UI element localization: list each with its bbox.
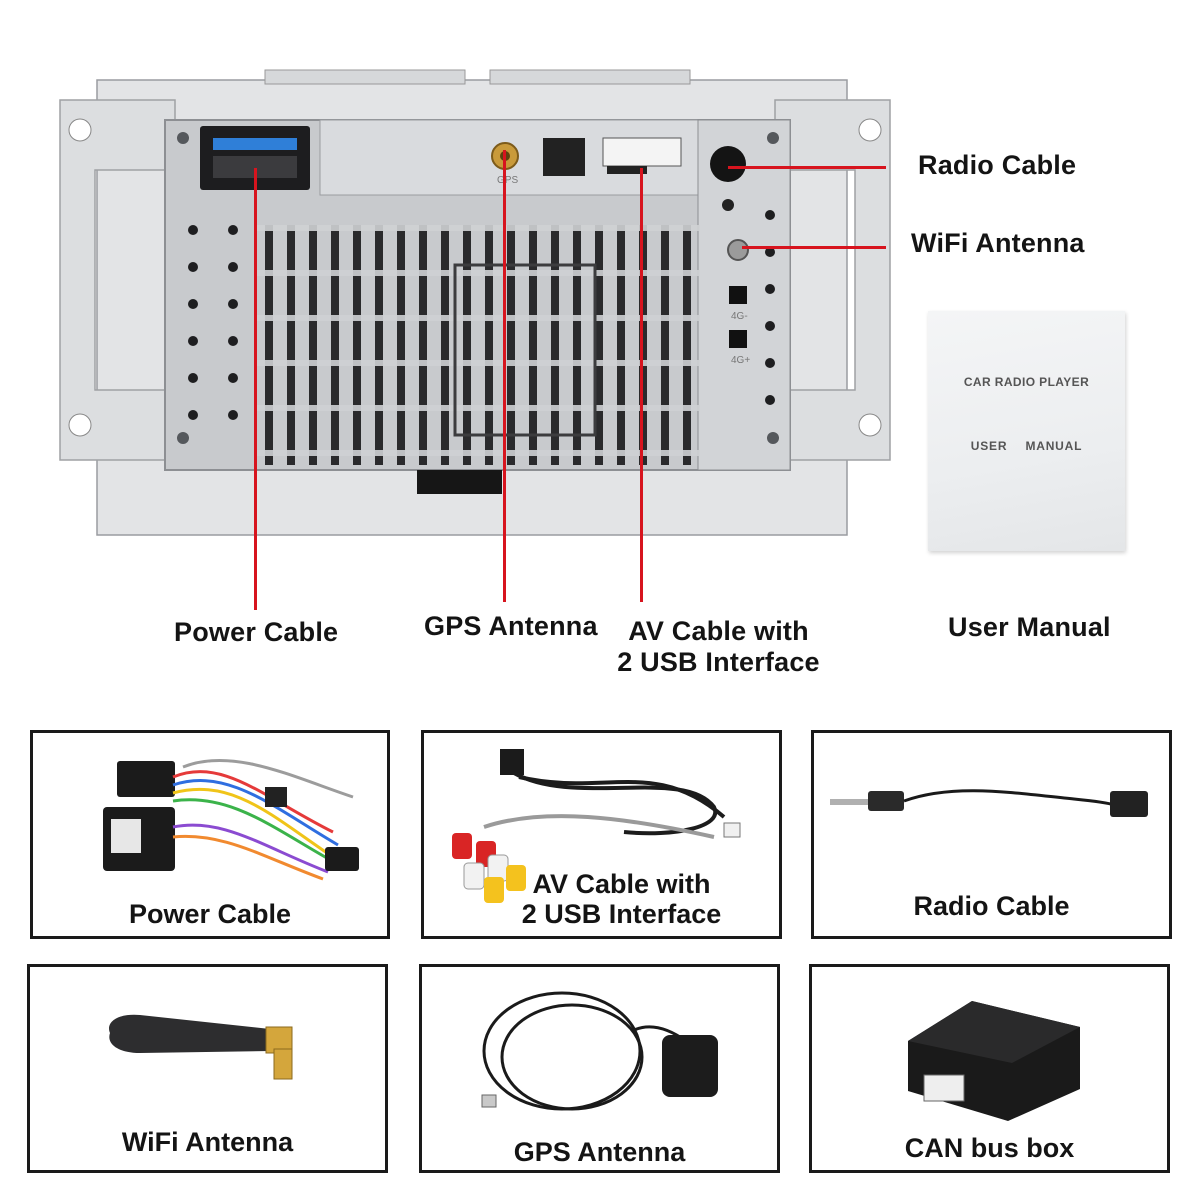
accessory-box-av-cable: AV Cable with 2 USB Interface xyxy=(421,730,782,939)
user-manual-booklet: CAR RADIO PLAYER USER MANUAL xyxy=(928,311,1125,551)
power-cable-image xyxy=(103,758,359,881)
can-bus-box-label: CAN bus box xyxy=(904,1133,1075,1163)
wifi-antenna-callout: WiFi Antenna xyxy=(911,228,1085,258)
av-cable-box-label-line1: AV Cable with xyxy=(532,869,711,899)
av-cable-box-label-line2: 2 USB Interface xyxy=(521,899,722,929)
av-cable-callout: AV Cable with 2 USB Interface xyxy=(606,616,831,678)
manual-title: CAR RADIO PLAYER xyxy=(963,375,1090,389)
head-unit-rear-image xyxy=(55,60,895,550)
radio-cable-box-label: Radio Cable xyxy=(913,891,1070,921)
accessory-box-power-cable: Power Cable xyxy=(30,730,390,939)
av-cable-image xyxy=(452,749,741,903)
av-cable-callout-line2: 2 USB Interface xyxy=(617,647,820,677)
accessory-box-can-bus: CAN bus box xyxy=(809,964,1170,1173)
port-4g-minus-marking: 4G- xyxy=(731,311,748,322)
gps-antenna-callout: GPS Antenna xyxy=(424,611,598,641)
gps-antenna-image xyxy=(481,991,718,1111)
wifi-antenna-leader-line xyxy=(742,246,886,249)
radio-cable-image xyxy=(830,789,1148,817)
wifi-antenna-box-label: WiFi Antenna xyxy=(121,1127,294,1157)
av-cable-callout-line1: AV Cable with xyxy=(628,616,809,646)
radio-cable-callout: Radio Cable xyxy=(918,150,1077,180)
user-manual-callout: User Manual xyxy=(948,612,1111,642)
power-cable-box-label: Power Cable xyxy=(128,899,292,929)
can-bus-box-image xyxy=(908,1001,1080,1121)
gps-port-marking: GPS xyxy=(497,175,519,186)
port-4g-plus-marking: 4G+ xyxy=(731,355,751,366)
manual-subtitle: USER MANUAL xyxy=(970,439,1083,453)
av-cable-leader-line xyxy=(640,168,643,602)
accessory-box-gps-antenna: GPS Antenna xyxy=(419,964,780,1173)
accessory-box-wifi-antenna: WiFi Antenna xyxy=(27,964,388,1173)
radio-cable-leader-line xyxy=(728,166,886,169)
accessory-box-radio-cable: Radio Cable xyxy=(811,730,1172,939)
wifi-antenna-image xyxy=(109,1014,293,1080)
power-cable-callout: Power Cable xyxy=(174,617,339,647)
power-cable-leader-line xyxy=(254,168,257,610)
gps-antenna-leader-line xyxy=(503,150,506,602)
gps-antenna-box-label: GPS Antenna xyxy=(513,1137,686,1167)
